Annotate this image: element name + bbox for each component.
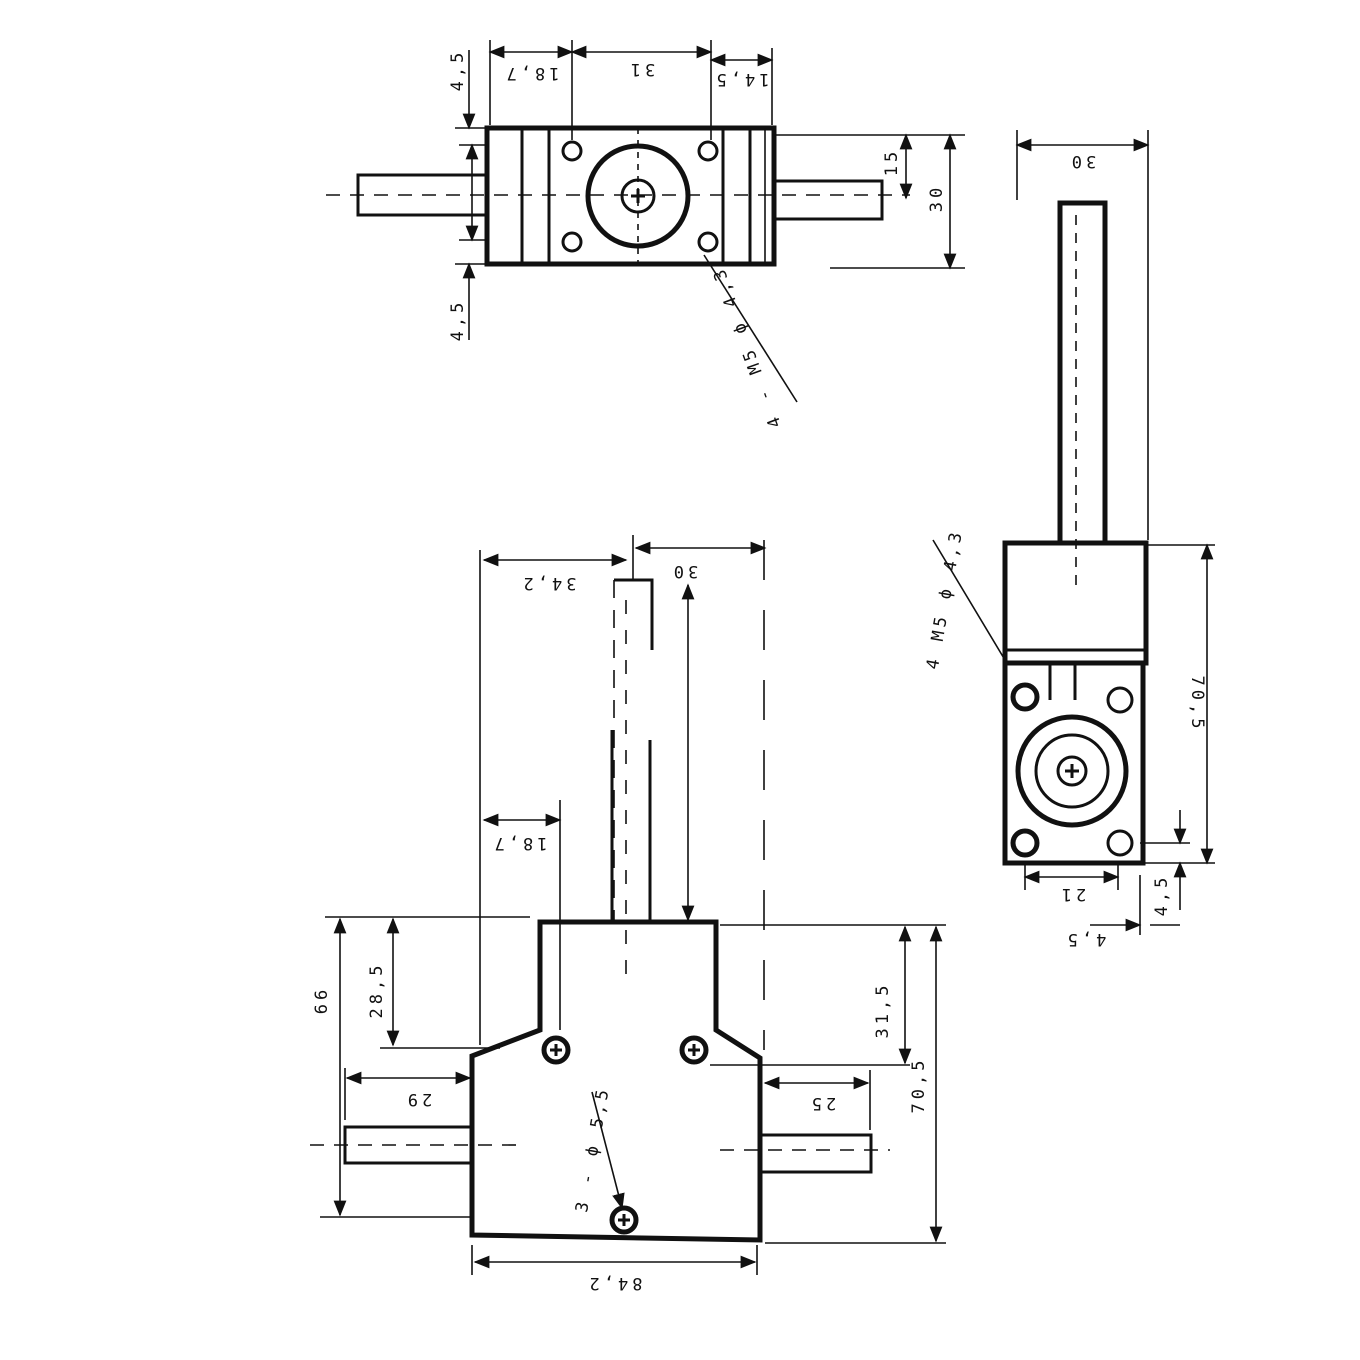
dim-side-30: 30 — [1068, 151, 1096, 171]
front-view: 34,2 30 18,7 66 28,5 31,5 70,5 29 25 84,… — [310, 535, 946, 1293]
dim-front-18-7: 18,7 — [491, 833, 548, 853]
front-housing — [469, 919, 763, 1243]
dim-side-4-5-b: 4,5 — [1064, 929, 1107, 949]
dim-front-25: 25 — [808, 1093, 836, 1113]
front-callout: 3 - ϕ 5,5 — [572, 1084, 614, 1214]
dim-top-14-5: 14,5 — [713, 69, 770, 89]
side-holes — [1010, 682, 1134, 858]
dim-side-70-5: 70,5 — [1187, 676, 1207, 733]
dim-front-28-5: 28,5 — [367, 962, 387, 1019]
dim-top-31: 31 — [627, 59, 655, 79]
top-callout: 4 - M5 ϕ 4,3 — [709, 263, 786, 430]
front-shaft-lower — [610, 730, 652, 922]
dim-front-66: 66 — [312, 986, 332, 1014]
dim-top-15: 15 — [882, 148, 902, 176]
dim-top-30: 30 — [927, 184, 947, 212]
side-shaft — [1057, 200, 1108, 546]
side-view: 30 70,5 21 4,5 4,5 4 M5 ϕ 4,3 — [923, 130, 1215, 949]
top-view: 18,7 31 14,5 4,5 15 30 4,5 4 - M5 ϕ 4,3 — [326, 40, 965, 430]
dim-top-4-5-a: 4,5 — [448, 49, 468, 92]
dim-front-29: 29 — [404, 1089, 432, 1109]
dim-top-4-5-b: 4,5 — [448, 299, 468, 342]
dim-top-18-7: 18,7 — [503, 63, 560, 83]
dim-front-34-2: 34,2 — [520, 573, 577, 593]
dim-front-84-2: 84,2 — [586, 1273, 643, 1293]
dim-front-30: 30 — [670, 561, 698, 581]
top-right-shaft — [772, 179, 884, 221]
dim-side-21: 21 — [1058, 884, 1086, 904]
dim-side-4-5-a: 4,5 — [1152, 874, 1172, 917]
front-shaft-top — [614, 578, 654, 650]
top-holes — [561, 140, 719, 253]
side-gear-circle — [1015, 714, 1129, 828]
side-callout: 4 M5 ϕ 4,3 — [923, 527, 967, 671]
dim-front-70-5: 70,5 — [909, 1057, 929, 1114]
front-holes — [541, 1035, 709, 1235]
front-right-shaft — [758, 1133, 873, 1174]
dim-front-31-5: 31,5 — [873, 982, 893, 1039]
